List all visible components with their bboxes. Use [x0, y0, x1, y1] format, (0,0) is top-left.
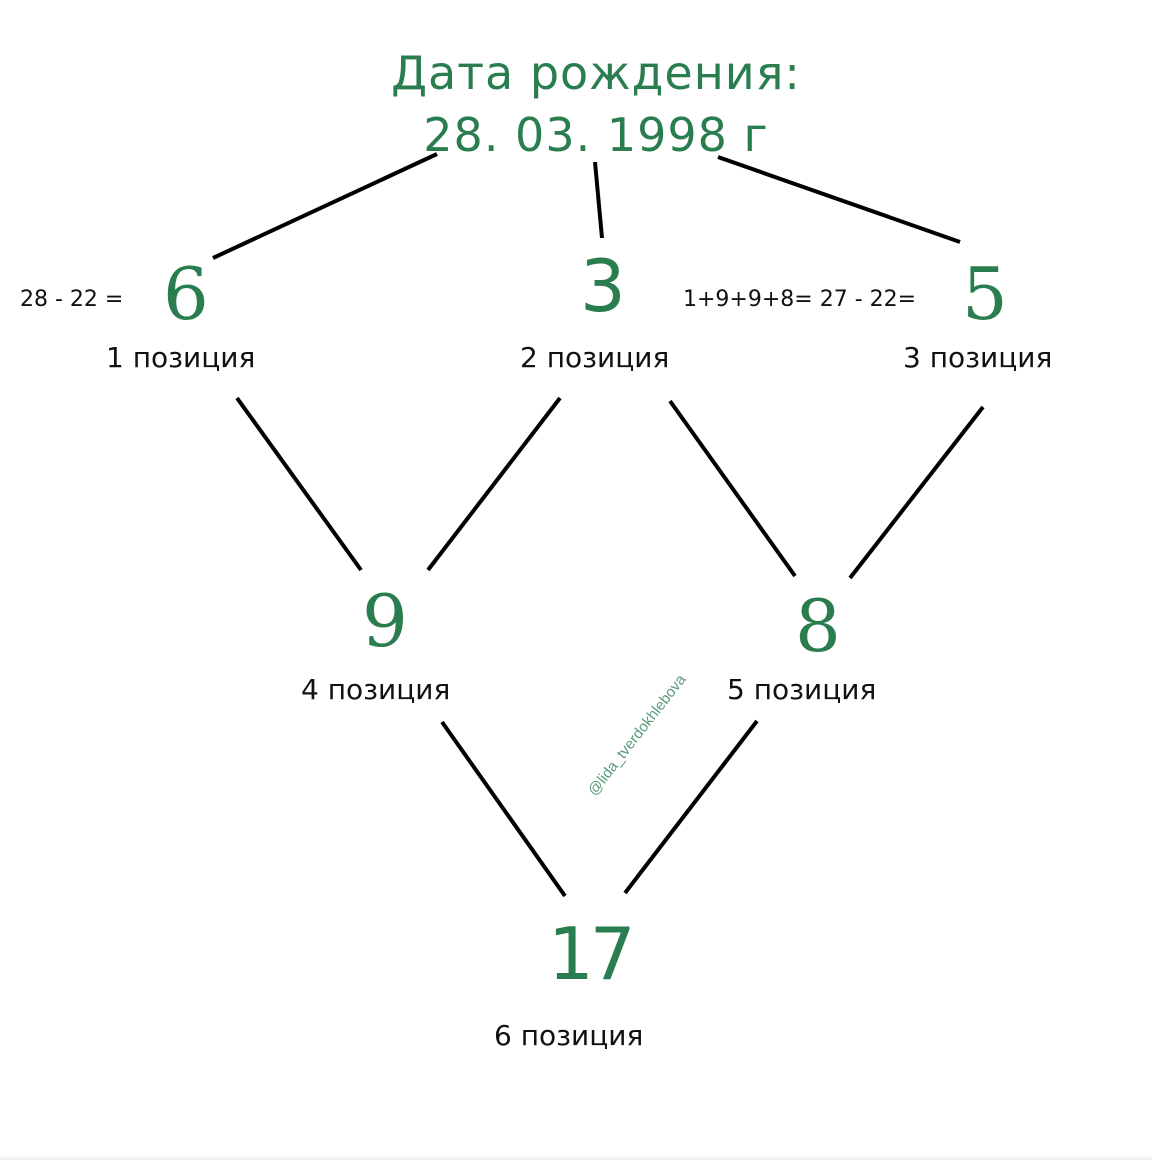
p1-value: 6 — [163, 252, 209, 336]
p2-value: 3 — [580, 244, 626, 328]
p2-label: 2 позиция — [520, 341, 670, 374]
line-p5-to-p6 — [623, 719, 759, 895]
line-date-to-p3 — [717, 155, 961, 244]
p6-label: 6 позиция — [494, 1019, 644, 1052]
p4-value: 9 — [362, 579, 408, 663]
line-p2-to-p4 — [426, 396, 562, 572]
line-p4-to-p6 — [440, 720, 567, 898]
line-p3-to-p5 — [848, 405, 985, 580]
p5-label: 5 позиция — [727, 673, 877, 706]
p5-value: 8 — [795, 584, 841, 668]
p3-label: 3 позиция — [903, 341, 1053, 374]
p4-label: 4 позиция — [301, 673, 451, 706]
p1-calculation: 28 - 22 = — [20, 287, 124, 312]
bottom-edge — [0, 1156, 1152, 1160]
p3-calculation: 1+9+9+8= 27 - 22= — [683, 287, 917, 312]
p6-value: 17 — [548, 912, 636, 996]
line-date-to-p2 — [593, 161, 604, 239]
birth-date-heading: Дата рождения: — [391, 46, 801, 100]
line-p2-to-p5 — [668, 399, 797, 578]
line-date-to-p1 — [212, 152, 438, 260]
p3-value: 5 — [962, 252, 1008, 336]
line-p1-to-p4 — [235, 396, 363, 572]
birth-date-value: 28. 03. 1998 г — [423, 108, 769, 162]
p1-label: 1 позиция — [106, 341, 256, 374]
